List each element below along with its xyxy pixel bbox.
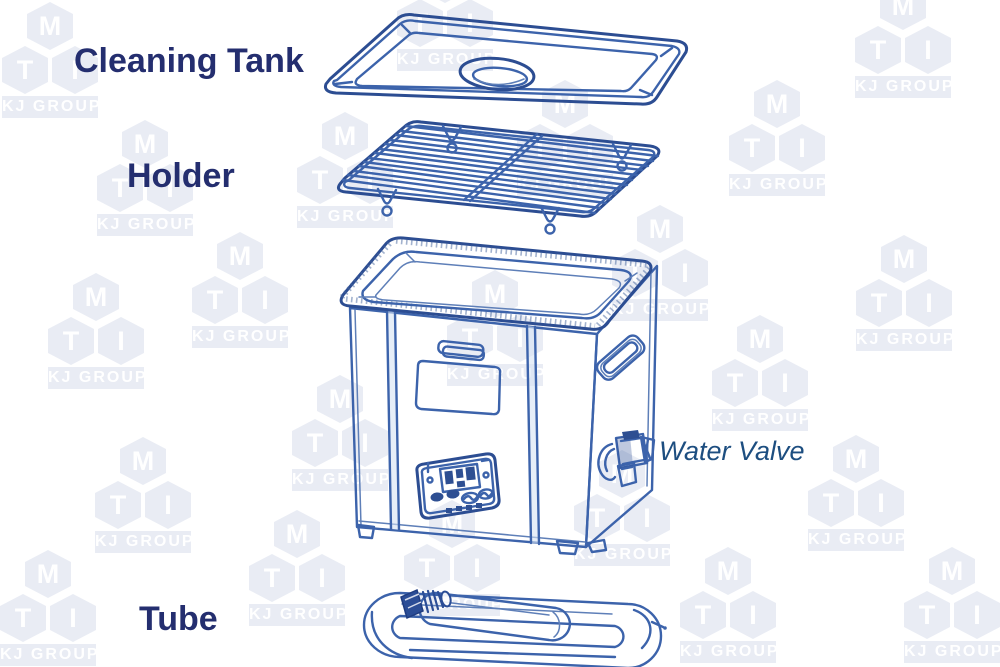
tube-drawing <box>362 588 667 667</box>
holder-rack-drawing <box>337 120 661 235</box>
label-cleaning-tank: Cleaning Tank <box>74 42 304 80</box>
lid-drawing <box>324 13 689 106</box>
rack-hooks <box>376 124 633 235</box>
lid-handle-recess <box>458 56 536 92</box>
panel-display <box>438 462 482 494</box>
label-water-valve: Water Valve <box>659 436 805 466</box>
water-valve-drawing <box>597 430 656 488</box>
control-panel-drawing <box>415 452 501 520</box>
side-handle-drawing <box>595 334 646 381</box>
label-holder: Holder <box>127 157 235 195</box>
tube-fitting <box>400 588 452 620</box>
front-label-plate <box>414 359 502 416</box>
tank-rim <box>339 236 653 331</box>
machine-body-drawing <box>339 236 659 556</box>
front-slot <box>437 339 486 362</box>
label-tube: Tube <box>139 600 218 638</box>
